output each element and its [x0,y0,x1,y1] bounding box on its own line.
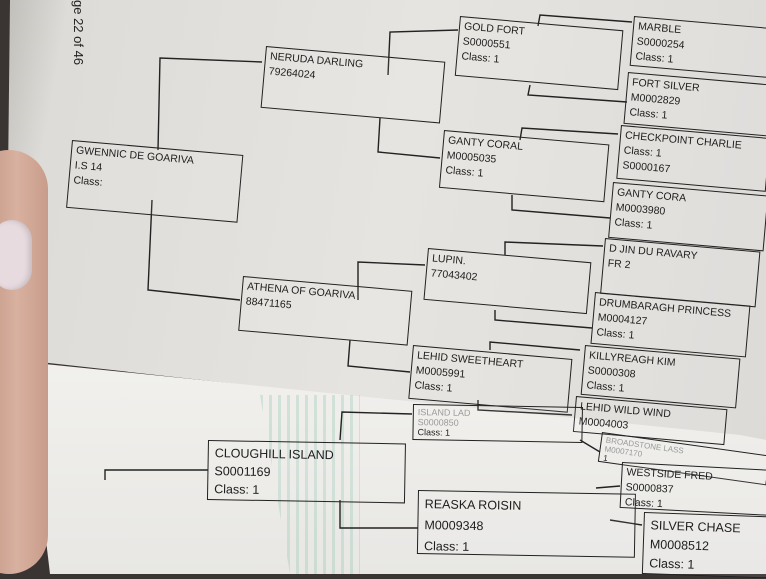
connector [357,261,426,300]
connector [347,339,411,373]
connector [339,411,413,441]
connector [387,29,459,76]
connector [489,341,581,351]
pedigree-box-silverchase: SILVER CHASE M0008512 Class: 1 [641,512,766,579]
class: Class: 1 [214,482,260,497]
connector [157,57,263,151]
pedigree-box-cloughill: CLOUGHILL ISLAND S0001169 Class: 1 [206,440,406,504]
connector [504,241,604,255]
connector [537,14,633,27]
connector [527,84,628,103]
connector [511,195,611,219]
connector [104,469,208,480]
connector [494,310,593,329]
pedigree-box-islandlad: ISLAND LAD S0000850 Class: 1 [412,404,583,443]
connector [579,439,601,453]
connector [595,485,621,489]
connector [609,519,643,526]
fingernail [0,220,32,290]
class: Class: 1 [423,539,470,554]
pedigree-box-westside: WESTSIDE FRED S0000837 Class: 1 [619,462,766,516]
connector [519,127,619,141]
connector [339,500,418,529]
class: Class: 1 [417,427,451,438]
pedigree-box-reaska: REASKA ROISIN M0009348 Class: 1 [416,490,636,558]
connector [377,117,441,159]
connector [147,199,241,301]
connector [477,400,573,416]
